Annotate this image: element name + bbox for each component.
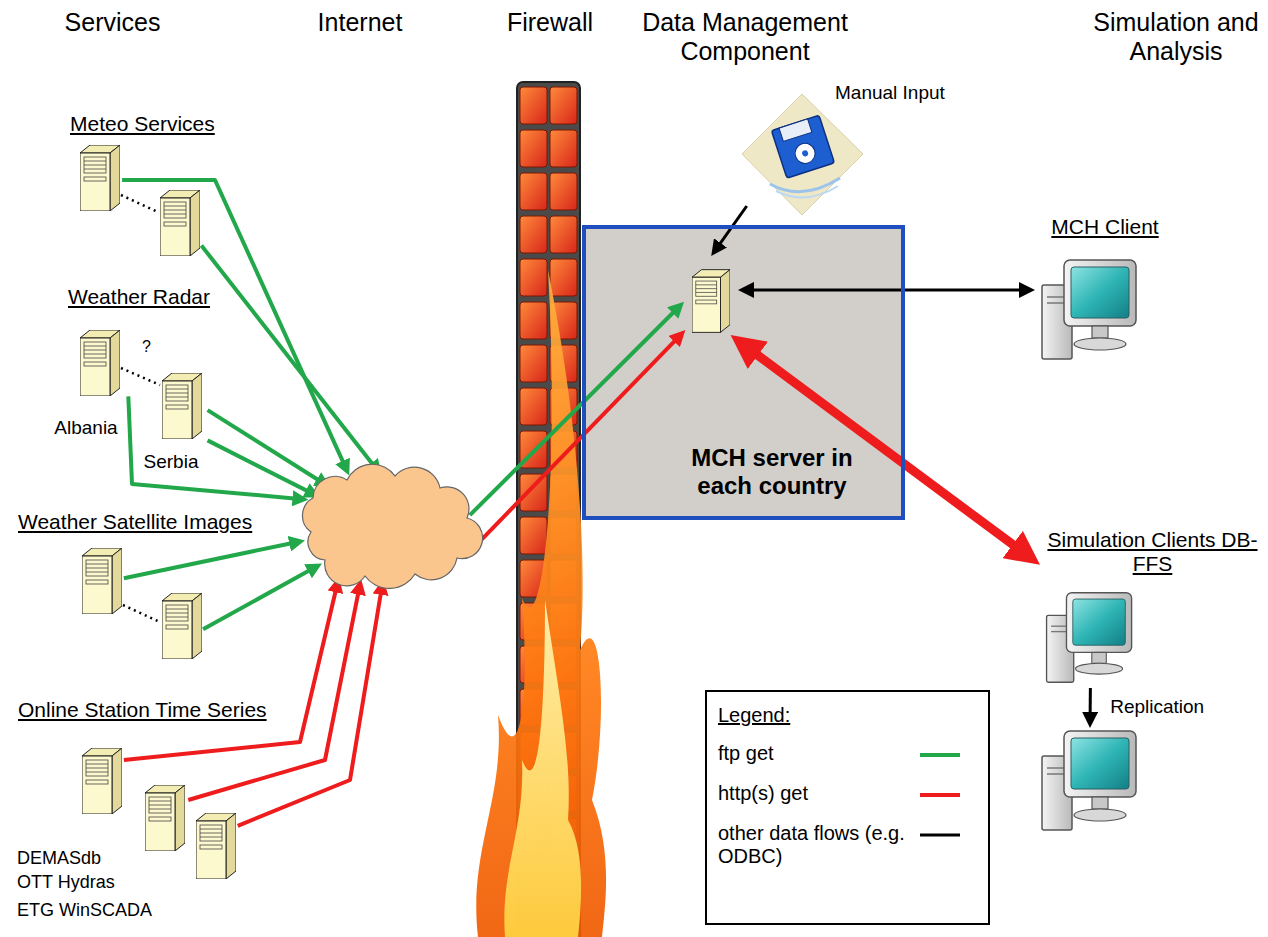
client-computer: MCH Client <box>1035 215 1179 365</box>
server-icon <box>692 270 730 333</box>
legend-text: http(s) get <box>718 782 908 805</box>
data-flow-arrow <box>124 542 299 578</box>
cloud-shape <box>302 464 482 588</box>
node-heading: MCH Client <box>1035 215 1175 239</box>
legend-row: other data flows (e.g. ODBC) <box>718 822 980 882</box>
legend-text: ftp get <box>718 742 908 765</box>
replica-computer <box>1040 728 1140 833</box>
server-icon <box>82 748 122 814</box>
server-icon <box>80 330 120 396</box>
server-icon <box>162 373 202 439</box>
node-heading: MCH server in each country <box>672 444 872 499</box>
icon-layer <box>1040 728 1140 833</box>
server-box-fill <box>582 225 905 520</box>
server-icon <box>162 593 202 659</box>
manual-input: Manual Input <box>740 80 965 220</box>
unknown-link-mark: ? <box>142 338 151 356</box>
internet-cloud <box>305 470 475 580</box>
legend-line-sample <box>918 742 968 766</box>
data-flow-arrow <box>744 288 1028 291</box>
dotted-link <box>121 195 158 212</box>
column-header: Services <box>45 8 180 37</box>
node-heading: Weather Radar <box>68 285 210 309</box>
dotted-link <box>121 368 160 385</box>
column-header: Data Management Component <box>625 8 865 66</box>
server-node: DEMASdb <box>15 745 125 871</box>
server-node: Albania <box>40 325 136 442</box>
service-group: Meteo Services <box>62 112 267 262</box>
service-group: Online Station Time SeriesDEMASdbOTT Hyd… <box>12 698 342 928</box>
computer-icon <box>1042 260 1136 359</box>
server-icon <box>80 145 120 211</box>
data-flow-arrow <box>128 396 302 499</box>
legend-line <box>920 793 960 797</box>
dotted-link <box>123 605 160 622</box>
node-heading: Weather Satellite Images <box>18 510 252 534</box>
data-flow-arrow <box>201 246 377 471</box>
computer-icon <box>1042 731 1136 830</box>
legend-line <box>920 753 960 757</box>
column-header: Internet <box>300 8 420 37</box>
data-flow-arrow <box>470 306 680 515</box>
icon-layer <box>15 510 345 665</box>
service-group: Weather RadarAlbaniaSerbia <box>30 285 275 477</box>
legend-line <box>920 834 960 837</box>
icon-layer <box>305 470 475 580</box>
legend-line-sample <box>918 822 968 846</box>
data-flow-arrow <box>208 440 315 494</box>
service-group: Weather Satellite Images <box>15 510 345 665</box>
server-label: DEMASdb <box>17 848 101 869</box>
firewall-flame <box>476 270 606 937</box>
legend-line-sample <box>918 782 968 806</box>
icon-layer <box>30 285 275 477</box>
node-heading: Manual Input <box>835 82 945 104</box>
server-box: MCH server in each country <box>582 225 905 520</box>
firewall-flame-core <box>504 600 581 937</box>
icon-layer <box>1040 528 1268 688</box>
floppy-icon <box>742 94 863 215</box>
legend-text: other data flows (e.g. ODBC) <box>718 822 908 868</box>
server-label: ETG WinSCADA <box>17 900 152 921</box>
data-flow-arrow <box>124 583 338 760</box>
node-heading: Meteo Services <box>70 112 215 136</box>
legend-title: Legend: <box>718 704 790 727</box>
data-flow-arrow <box>188 585 360 800</box>
client-computer: Simulation Clients DB-FFS <box>1040 528 1268 688</box>
data-flow-arrow <box>203 567 316 630</box>
server-node: Serbia <box>125 368 221 476</box>
data-flow-arrow <box>1089 688 1092 722</box>
computer-icon <box>1047 593 1132 683</box>
server-icon <box>196 813 236 879</box>
node-heading: Online Station Time Series <box>18 698 267 722</box>
server-icon <box>145 785 185 851</box>
server-label: OTT Hydras <box>17 872 115 893</box>
column-header: Firewall <box>495 8 605 37</box>
server-icon <box>160 190 200 256</box>
server-label: Serbia <box>125 451 217 473</box>
server-label: Albania <box>40 417 132 439</box>
node-heading: Simulation Clients DB-FFS <box>1040 528 1265 576</box>
column-header: Simulation and Analysis <box>1088 8 1264 66</box>
server-node: OTT Hydras <box>15 782 190 895</box>
server-icon <box>82 548 122 614</box>
edge-label: Replication <box>1108 696 1206 718</box>
